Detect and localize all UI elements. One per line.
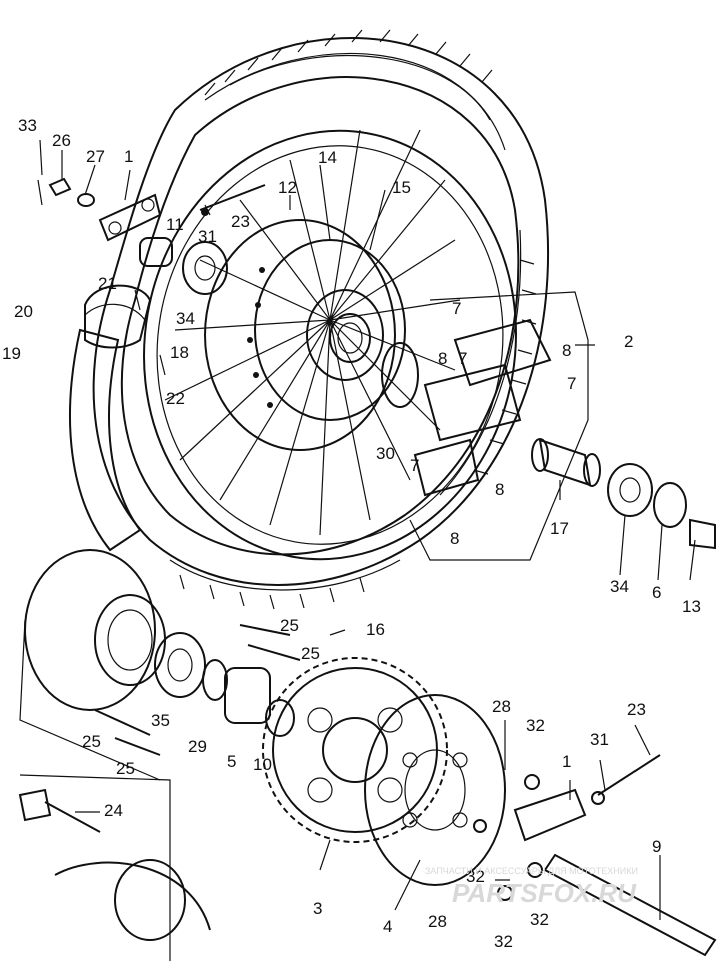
callout-23: 23 xyxy=(231,212,250,231)
callout-30: 30 xyxy=(376,444,395,463)
chain-adjuster-left xyxy=(37,177,162,242)
inner-tube xyxy=(69,284,152,552)
callout-7a: 7 xyxy=(452,299,462,318)
callout-22: 22 xyxy=(166,389,185,408)
bearing-and-spacers xyxy=(154,632,295,737)
callout-25b: 25 xyxy=(301,644,320,663)
callout-8b: 8 xyxy=(438,349,448,368)
callout-11: 11 xyxy=(166,215,184,234)
callout-8a: 8 xyxy=(562,341,572,360)
callout-8c: 8 xyxy=(495,480,505,499)
callout-16: 16 xyxy=(366,620,385,639)
rear-tire xyxy=(92,37,550,591)
callout-1: 1 xyxy=(124,147,134,166)
callout-24: 24 xyxy=(104,801,123,820)
callout-28b: 28 xyxy=(428,912,447,931)
axle-spacer-right xyxy=(531,438,716,550)
watermark-tagline: ЗАПЧАСТИ И АКСЕССУАРЫ ДЛЯ МОТОТЕХНИКИ xyxy=(425,866,638,876)
callout-4: 4 xyxy=(383,917,393,936)
driven-sprocket xyxy=(262,657,448,843)
tire-tread-pattern xyxy=(179,29,537,610)
dust-seal-plate xyxy=(364,694,506,886)
callout-21: 21 xyxy=(98,274,117,293)
brake-shoes xyxy=(381,291,589,561)
callout-18: 18 xyxy=(170,343,189,362)
callout-31: 31 xyxy=(198,227,217,246)
callout-34b: 34 xyxy=(610,577,629,596)
callout-15: 15 xyxy=(392,178,411,197)
callout-31b: 31 xyxy=(590,730,609,749)
callout-7d: 7 xyxy=(410,456,420,475)
callout-19: 19 xyxy=(2,344,21,363)
axle-collar-left xyxy=(139,184,266,295)
callout-33: 33 xyxy=(18,116,37,135)
callout-9: 9 xyxy=(652,837,662,856)
callout-10: 10 xyxy=(253,755,272,774)
watermark-brand: PARTSFOX.RU xyxy=(452,878,636,908)
callout-7b: 7 xyxy=(567,374,577,393)
callout-32d: 32 xyxy=(494,932,513,951)
callout-7c: 7 xyxy=(458,349,468,368)
callout-3: 3 xyxy=(313,899,323,918)
axle-bolt-detail xyxy=(18,774,211,961)
callout-32c: 32 xyxy=(530,910,549,929)
callout-23b: 23 xyxy=(627,700,646,719)
studs xyxy=(94,624,301,756)
wheel-hub xyxy=(204,219,406,451)
callout-34: 34 xyxy=(176,309,195,328)
callout-25a: 25 xyxy=(280,616,299,635)
callout-2: 2 xyxy=(624,332,634,351)
leader-lines xyxy=(39,139,696,920)
callout-8d: 8 xyxy=(450,529,460,548)
callout-32b: 32 xyxy=(466,867,485,886)
callout-28a: 28 xyxy=(492,697,511,716)
callout-6: 6 xyxy=(652,583,662,602)
callout-12: 12 xyxy=(278,178,297,197)
callout-35: 35 xyxy=(151,711,170,730)
callout-25c: 25 xyxy=(82,732,101,751)
callout-17: 17 xyxy=(550,519,569,538)
callout-13: 13 xyxy=(682,597,701,616)
callout-14: 14 xyxy=(318,148,337,167)
callout-1b: 1 xyxy=(562,752,572,771)
callout-5: 5 xyxy=(227,752,237,771)
callout-20: 20 xyxy=(14,302,33,321)
callout-27: 27 xyxy=(86,147,105,166)
callout-32a: 32 xyxy=(526,716,545,735)
rear-axle xyxy=(473,754,717,957)
callout-29: 29 xyxy=(188,737,207,756)
callout-26: 26 xyxy=(52,131,71,150)
callout-25d: 25 xyxy=(116,759,135,778)
